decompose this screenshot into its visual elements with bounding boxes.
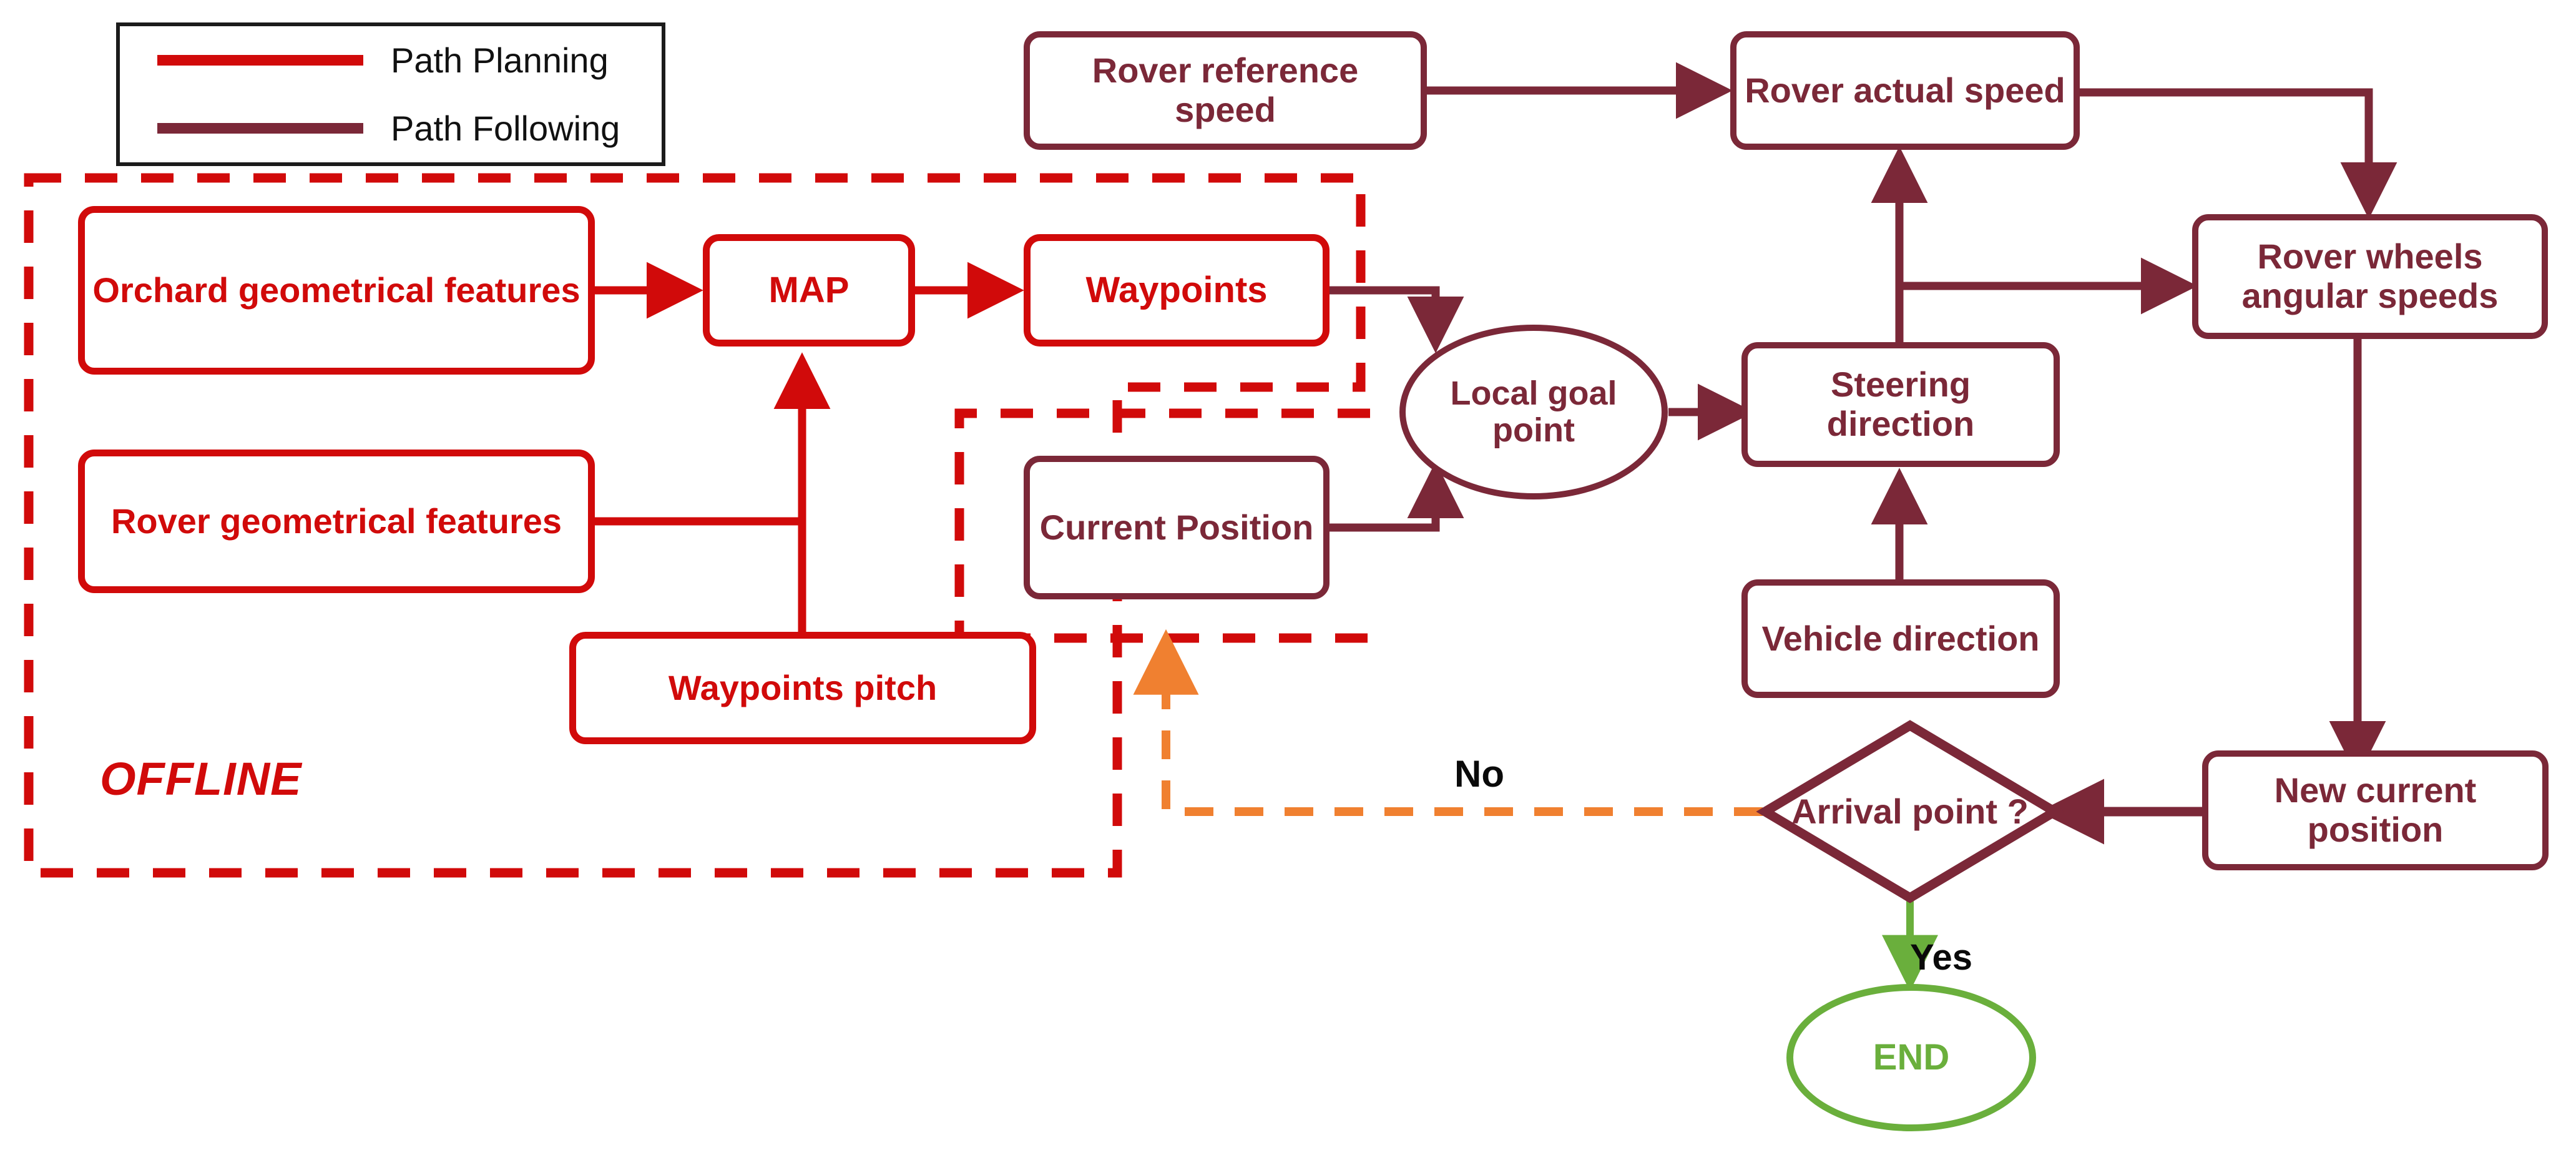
node-label: Rover geometrical features [110, 501, 562, 541]
node-label: Rover wheels angular speeds [2241, 237, 2499, 315]
node-steering-direction[interactable]: Steering direction [1741, 342, 2060, 467]
node-vehicle-direction[interactable]: Vehicle direction [1741, 579, 2060, 698]
node-end[interactable]: END [1786, 984, 2036, 1131]
node-rover-geometrical-features[interactable]: Rover geometrical features [78, 450, 595, 593]
edge-arrival-no-to-current-position [1133, 629, 1813, 816]
node-current-position[interactable]: Current Position [1024, 456, 1330, 599]
node-waypoints[interactable]: Waypoints [1024, 234, 1330, 347]
legend-item-path-following: Path Following [120, 94, 662, 162]
node-waypoints-pitch[interactable]: Waypoints pitch [569, 632, 1036, 744]
node-label: Local goal point [1450, 374, 1617, 449]
node-orchard-geometrical-features[interactable]: Orchard geometrical features [78, 206, 595, 375]
node-label: Rover actual speed [1745, 70, 2065, 110]
node-local-goal-point[interactable]: Local goal point [1399, 325, 1668, 499]
legend-swatch-path-following [157, 123, 363, 134]
edge-current-position-to-local-goal [1330, 461, 1464, 532]
node-label: MAP [768, 269, 850, 310]
node-label: Rover reference speed [1092, 51, 1359, 129]
edge-actual-speed-to-wheel-speeds [2080, 88, 2397, 219]
edge-waypoints-to-local-goal [1330, 286, 1464, 353]
node-rover-reference-speed[interactable]: Rover reference speed [1024, 31, 1427, 150]
node-label: Waypoints [1085, 269, 1268, 310]
offline-group-label: OFFLINE [100, 753, 302, 805]
node-label: END [1873, 1037, 1950, 1078]
node-rover-actual-speed[interactable]: Rover actual speed [1730, 31, 2080, 150]
node-label: Vehicle direction [1761, 618, 2040, 658]
legend-label-path-following: Path Following [391, 109, 620, 148]
legend-item-path-planning: Path Planning [120, 26, 662, 94]
edge-label-no: No [1454, 753, 1504, 795]
node-label: Waypoints pitch [668, 667, 938, 707]
current-position-group-boundary [954, 408, 1370, 643]
legend: Path Planning Path Following [116, 22, 665, 166]
node-arrival-point[interactable]: Arrival point ? [1765, 725, 2055, 898]
arrival-point-diamond[interactable] [1756, 720, 2064, 903]
legend-label-path-planning: Path Planning [391, 41, 609, 80]
legend-swatch-path-planning [157, 55, 363, 66]
node-rover-wheels-angular-speeds[interactable]: Rover wheels angular speeds [2192, 214, 2548, 339]
node-new-current-position[interactable]: New current position [2202, 750, 2549, 870]
node-label: Orchard geometrical features [92, 270, 580, 310]
edge-label-yes: Yes [1910, 937, 1972, 978]
node-label: Steering direction [1826, 365, 1975, 443]
node-label: New current position [2274, 770, 2477, 849]
node-label: Arrival point ? [1791, 791, 2029, 831]
node-map[interactable]: MAP [703, 234, 915, 347]
node-label: Current Position [1039, 507, 1314, 547]
